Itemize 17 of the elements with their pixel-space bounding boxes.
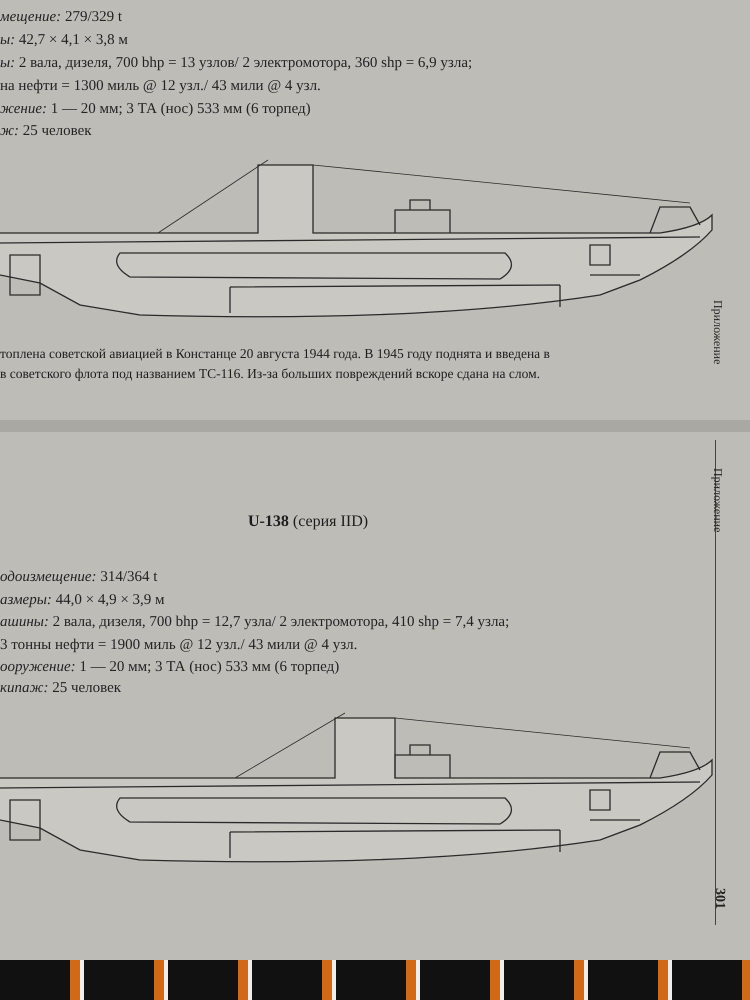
spec-line: ы: 2 вала, дизеля, 700 bhp = 13 узлов/ 2 электромотора, 360 shp = 6,9 узла;	[0, 54, 472, 73]
spec-line: ы: 42,7 × 4,1 × 3,8 м	[0, 31, 128, 50]
spec-line: ж: 25 человек	[0, 122, 92, 141]
section-heading: U-138 (серия IID)	[248, 512, 368, 532]
spec-line: кипаж: 25 человек	[0, 679, 122, 698]
spec-line: жение: 1 — 20 мм; 3 ТА (нос) 533 мм (6 торпед)	[0, 100, 311, 119]
spec-line: на нефти = 1300 миль @ 12 узл./ 43 мили @ 4 узл.	[0, 77, 321, 96]
history-note: топлена советской авиацией в Констанце 20 августа 1944 года. В 1945 году поднята и введена в	[0, 345, 550, 363]
history-note: в советского флота под названием ТС-116. Из-за больших повреждений вскоре сдана на слом.	[0, 365, 540, 383]
spec-line: ооружение: 1 — 20 мм; 3 ТА (нос) 533 мм (6 торпед)	[0, 658, 340, 677]
spec-line: 3 тонны нефти = 1900 миль @ 12 узл./ 43 мили @ 4 узл.	[0, 636, 358, 655]
running-head: Приложение	[710, 300, 726, 364]
running-head: Приложение	[710, 468, 726, 532]
spec-line: азмеры: 44,0 × 4,9 × 3,9 м	[0, 591, 165, 610]
spec-line: одоизмещение: 314/364 t	[0, 568, 158, 587]
spec-line: ашины: 2 вала, дизеля, 700 bhp = 12,7 узла/ 2 электромотора, 410 shp = 7,4 узла;	[0, 613, 510, 632]
page-number: 301	[711, 888, 728, 909]
